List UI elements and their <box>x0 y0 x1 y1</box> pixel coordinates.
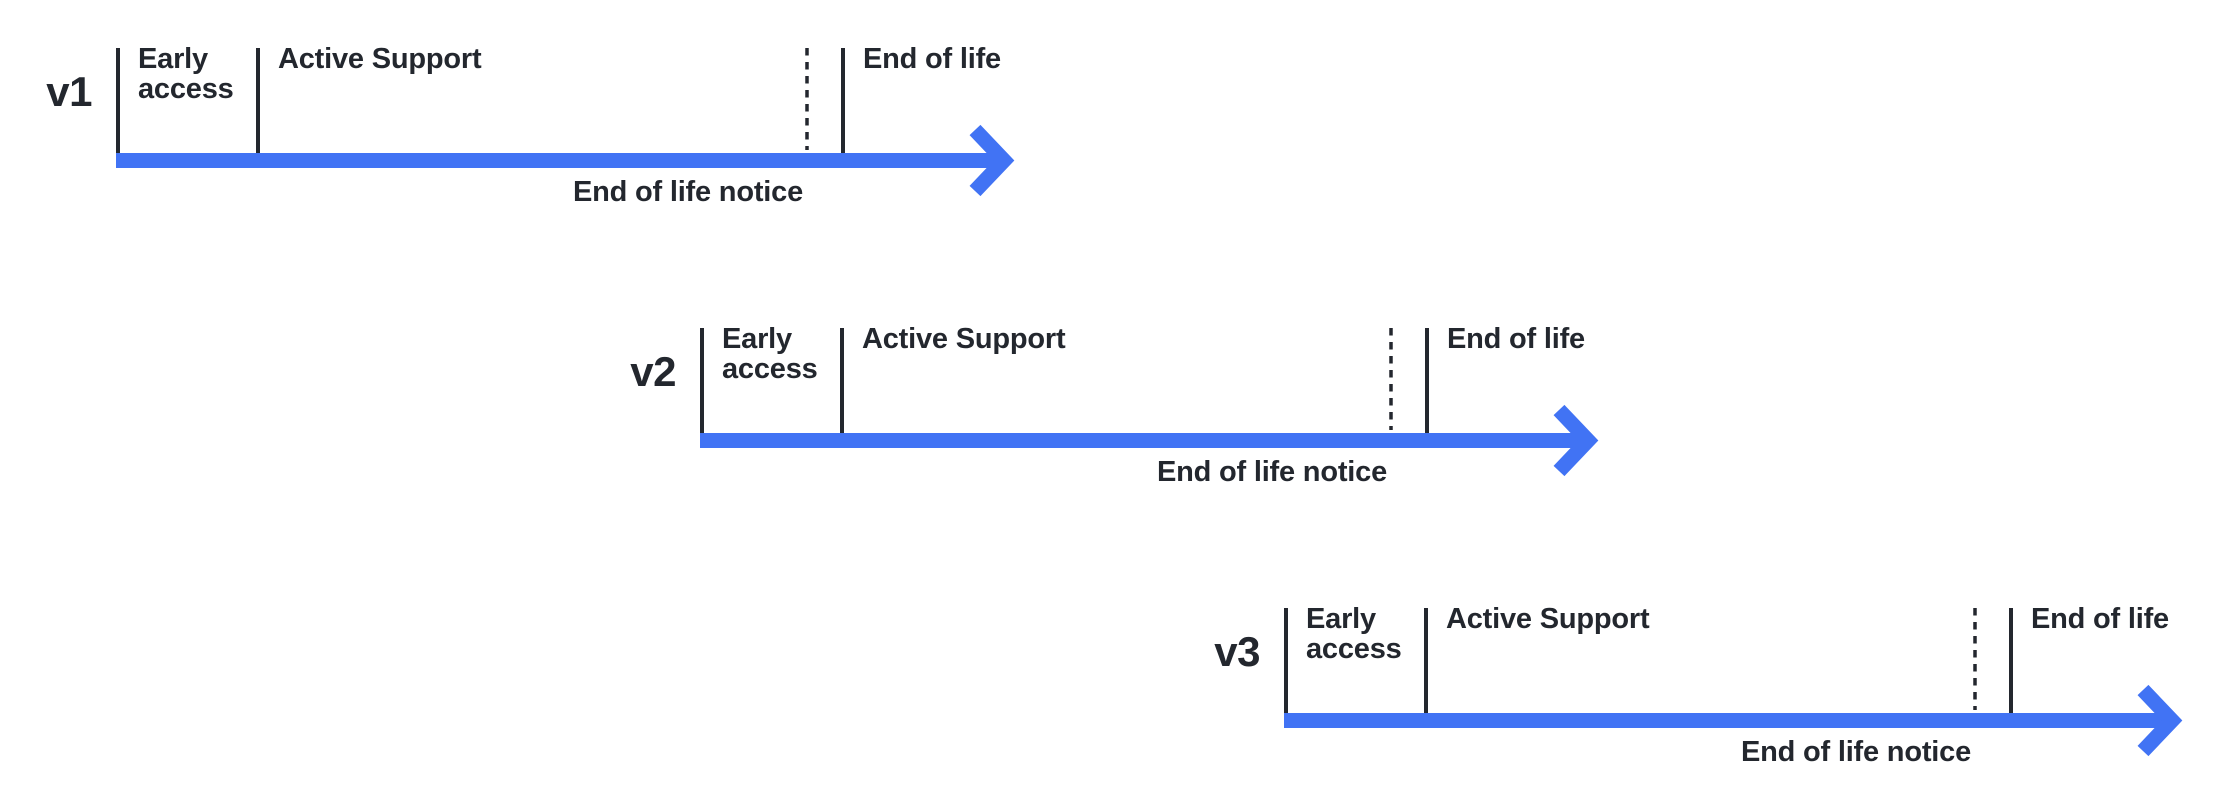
timeline-graphic <box>1284 608 2183 757</box>
timeline-v2: v2 Early access Active Support End of li… <box>584 280 1644 510</box>
end-of-life-notice-label: End of life notice <box>1156 456 1387 488</box>
timeline-v1: v1 Early access Active Support End of li… <box>0 0 1060 230</box>
version-label: v1 <box>46 68 92 115</box>
active-support-label: Active Support <box>1446 603 1650 635</box>
end-of-life-notice-label: End of life notice <box>572 176 803 208</box>
active-support-label: Active Support <box>278 43 482 75</box>
active-support-label: Active Support <box>862 323 1066 355</box>
arrowhead-icon <box>2137 684 2183 757</box>
end-of-life-label: End of life <box>1447 323 1585 355</box>
timeline-v3: v3 Early access Active Support End of li… <box>1168 560 2228 790</box>
early-access-label: Early access <box>722 323 818 385</box>
end-of-life-notice-label: End of life notice <box>1740 736 1971 768</box>
timeline-graphic <box>700 328 1599 477</box>
version-label: v3 <box>1214 628 1260 675</box>
arrowhead-icon <box>969 124 1015 197</box>
arrowhead-icon <box>1553 404 1599 477</box>
timeline-graphic <box>116 48 1015 197</box>
version-label: v2 <box>630 348 676 395</box>
end-of-life-label: End of life <box>2031 603 2169 635</box>
end-of-life-label: End of life <box>863 43 1001 75</box>
early-access-label: Early access <box>138 43 234 105</box>
early-access-label: Early access <box>1306 603 1402 665</box>
